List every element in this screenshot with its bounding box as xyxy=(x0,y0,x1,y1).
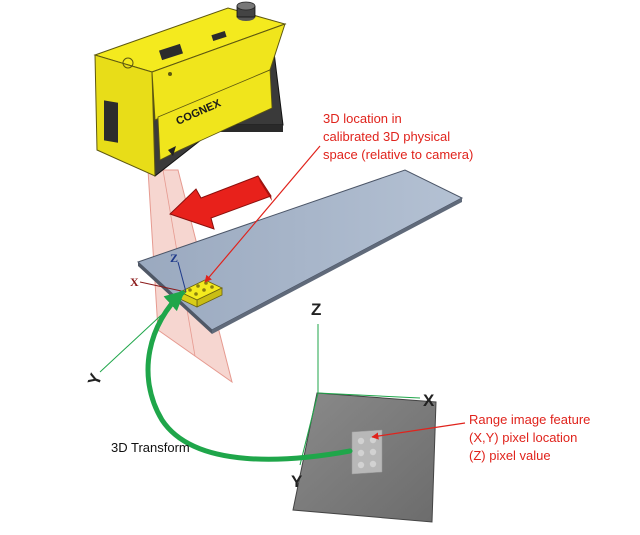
feature-pointer-arrow xyxy=(371,422,466,440)
image-axes: Z X Y xyxy=(291,300,435,491)
transform-label: 3D Transform xyxy=(111,440,190,455)
range-feature-line-3: (Z) pixel value xyxy=(469,448,551,463)
range-feature-annotation: Range image feature (X,Y) pixel location… xyxy=(469,412,590,463)
image-z-axis-label: Z xyxy=(311,300,321,319)
camera-x-axis-label: X xyxy=(130,275,139,289)
transform-arrow xyxy=(145,290,353,462)
range-feature-line-1: Range image feature xyxy=(469,412,590,427)
camera-y-axis-label: Y xyxy=(84,370,106,388)
camera-z-axis-label: Z xyxy=(170,251,178,265)
range-feature-line-2: (X,Y) pixel location xyxy=(469,430,577,445)
location-annotation-line-3: space (relative to camera) xyxy=(323,147,473,162)
image-x-axis-label: X xyxy=(423,391,435,410)
location-annotation: 3D location in calibrated 3D physical sp… xyxy=(323,111,473,162)
location-pointer-arrow xyxy=(204,145,321,283)
location-annotation-line-2: calibrated 3D physical xyxy=(323,129,450,144)
location-annotation-line-1: 3D location in xyxy=(323,111,402,126)
cognex-camera: COGNEX xyxy=(93,1,287,177)
motion-arrow xyxy=(169,175,272,230)
image-y-axis-label: Y xyxy=(291,472,303,491)
conveyor-belt xyxy=(137,169,464,334)
